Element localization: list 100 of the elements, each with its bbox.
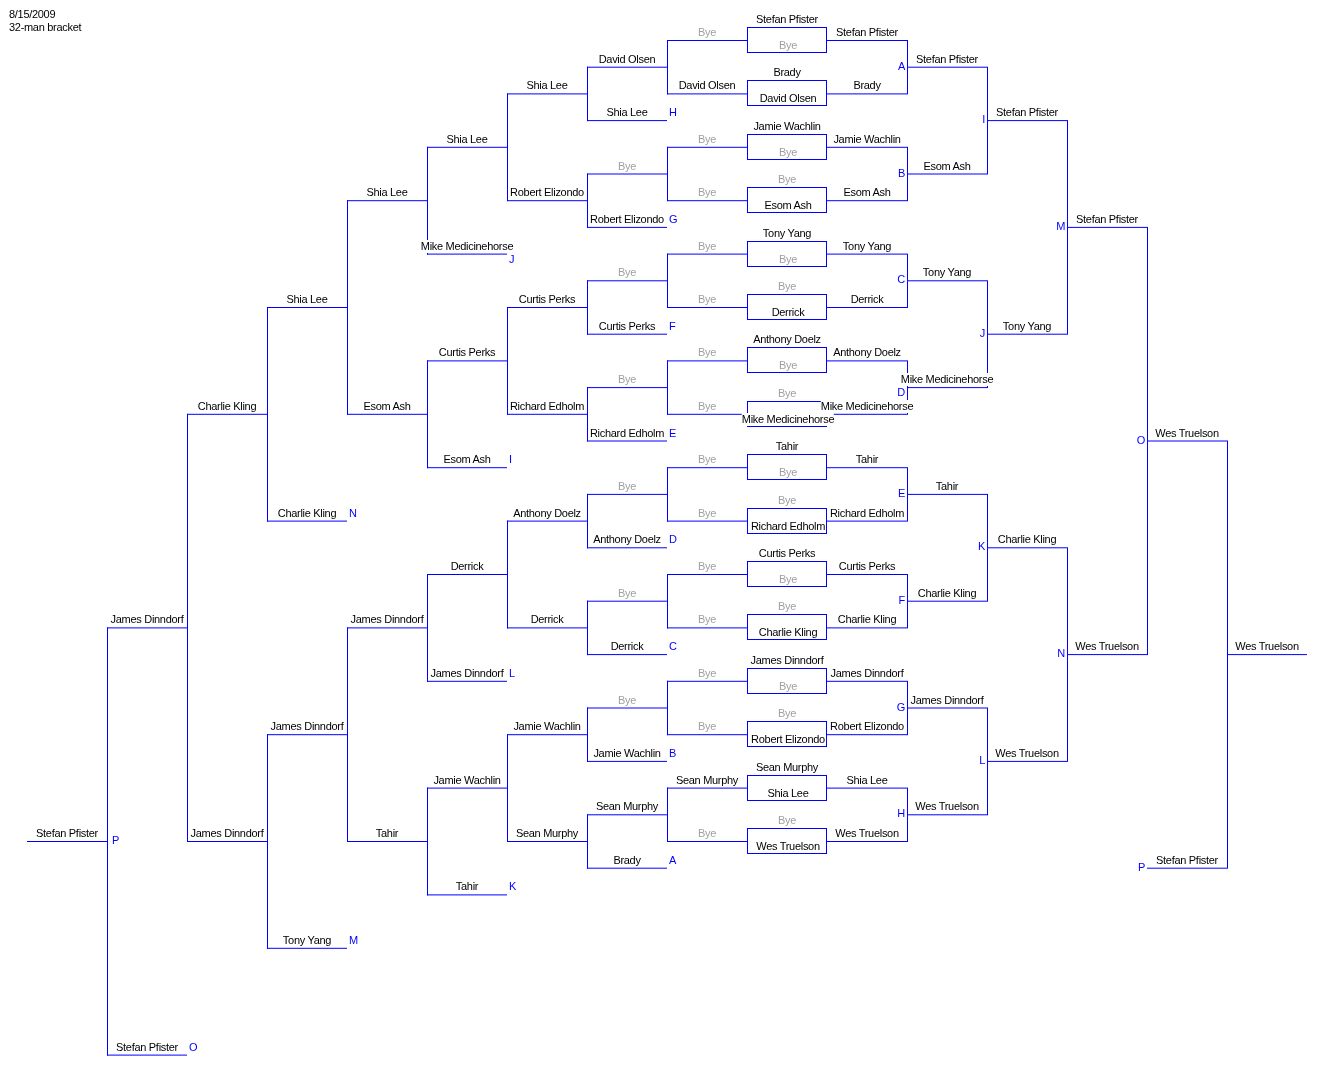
- player-name: Bye: [617, 586, 637, 600]
- player-name: Shia Lee: [846, 773, 888, 787]
- player-name: Stefan Pfister: [1156, 853, 1218, 867]
- player-name: Mike Medicinehorse: [420, 239, 514, 253]
- player-name: Richard Edholm: [589, 426, 665, 440]
- player-name: Wes Truelson: [995, 746, 1059, 760]
- player-name: Anthony Doelz: [593, 533, 661, 547]
- player-name: Stefan Pfister: [836, 26, 898, 39]
- player-name: Bye: [697, 293, 717, 306]
- player-name: Bye: [617, 373, 637, 387]
- bracket-letter: J: [509, 252, 515, 266]
- player-name: Brady: [773, 66, 801, 80]
- player-name: Bye: [617, 693, 637, 707]
- player-name: Tahir: [375, 827, 399, 840]
- player-name: Sean Murphy: [515, 827, 579, 840]
- bracket-letter: J: [979, 326, 985, 340]
- player-name: Bye: [777, 814, 797, 827]
- player-name: Bye: [778, 573, 798, 586]
- player-name: Jamie Wachlin: [753, 119, 821, 133]
- player-name: Tony Yang: [762, 226, 812, 240]
- bracket-letter: O: [1136, 433, 1145, 447]
- player-name: Shia Lee: [446, 132, 488, 146]
- player-name: Mike Medicinehorse: [900, 373, 994, 387]
- player-name: Jamie Wachlin: [593, 746, 661, 760]
- player-name: Bye: [617, 159, 637, 173]
- player-name: Richard Edholm: [829, 506, 905, 520]
- player-name: Bye: [697, 506, 717, 520]
- bracket-letter: M: [349, 933, 358, 947]
- bracket-letter: B: [897, 166, 905, 180]
- player-name: Jamie Wachlin: [433, 773, 501, 787]
- player-name: Tahir: [935, 479, 959, 493]
- player-name: James Dinndorf: [750, 653, 824, 667]
- player-name: Bye: [697, 666, 717, 680]
- player-name: Tony Yang: [922, 266, 972, 280]
- player-name: Stefan Pfister: [36, 827, 98, 840]
- player-name: Bye: [697, 346, 717, 360]
- player-name: Robert Elizondo: [590, 212, 664, 226]
- bracket-letter: L: [979, 753, 985, 767]
- player-name: Bye: [777, 173, 797, 187]
- player-name: Richard Edholm: [509, 399, 585, 413]
- player-name: Sean Murphy: [755, 760, 819, 774]
- player-name: Curtis Perks: [758, 547, 816, 560]
- player-name: Derrick: [450, 560, 484, 573]
- player-name: Tony Yang: [1002, 319, 1052, 333]
- player-name: Tony Yang: [282, 933, 332, 947]
- player-name: Bye: [778, 39, 798, 52]
- player-name: Charlie Kling: [837, 613, 897, 627]
- player-name: Shia Lee: [286, 293, 328, 306]
- bracket-letter: N: [349, 506, 357, 520]
- player-name: Brady: [613, 853, 641, 867]
- player-name: Bye: [697, 720, 717, 734]
- player-name: Charlie Kling: [197, 399, 257, 413]
- player-name: Esom Ash: [923, 159, 971, 173]
- bracket-letter: G: [669, 212, 678, 226]
- player-name: Richard Edholm: [750, 519, 826, 533]
- player-name: Anthony Doelz: [753, 333, 821, 347]
- player-name: Derrick: [771, 306, 805, 319]
- player-name: Bye: [697, 239, 717, 253]
- player-name: Bye: [777, 600, 797, 614]
- bracket-letter: B: [669, 746, 677, 760]
- player-name: Charlie Kling: [758, 626, 818, 640]
- header-text: 8/15/2009: [9, 8, 56, 21]
- player-name: James Dinndorf: [190, 827, 264, 840]
- player-name: Bye: [697, 186, 717, 200]
- player-name: Bye: [777, 386, 797, 400]
- player-name: Tony Yang: [842, 239, 892, 253]
- player-name: Wes Truelson: [756, 840, 820, 853]
- player-name: Derrick: [850, 293, 884, 306]
- bracket-letter: P: [1137, 860, 1145, 874]
- player-name: Stefan Pfister: [116, 1040, 178, 1054]
- player-name: Bye: [777, 707, 797, 721]
- player-name: Stefan Pfister: [756, 13, 818, 26]
- player-name: Stefan Pfister: [916, 52, 978, 66]
- player-name: Charlie Kling: [917, 586, 977, 600]
- player-name: Bye: [617, 479, 637, 493]
- player-name: Wes Truelson: [1155, 426, 1219, 440]
- player-name: Bye: [778, 679, 798, 693]
- player-name: Curtis Perks: [518, 293, 576, 306]
- bracket-letter: M: [1056, 219, 1065, 233]
- player-name: Jamie Wachlin: [833, 132, 901, 146]
- player-name: Anthony Doelz: [513, 506, 581, 520]
- player-name: Mike Medicinehorse: [820, 399, 914, 413]
- bracket-letter: E: [669, 426, 677, 440]
- player-name: Sean Murphy: [675, 773, 739, 787]
- player-name: David Olsen: [598, 52, 656, 66]
- bracket-letter: L: [509, 666, 515, 680]
- player-name: Brady: [853, 79, 881, 93]
- player-name: James Dinndorf: [910, 693, 984, 707]
- player-name: Bye: [777, 280, 797, 293]
- header-text: 32-man bracket: [9, 21, 82, 34]
- player-name: Bye: [778, 252, 798, 266]
- bracket-letter: A: [897, 59, 905, 73]
- player-name: Bye: [697, 827, 717, 840]
- player-name: Mike Medicinehorse: [741, 412, 835, 426]
- player-name: Bye: [778, 145, 798, 159]
- player-name: Charlie Kling: [997, 533, 1057, 547]
- player-name: Bye: [697, 26, 717, 39]
- player-name: Shia Lee: [767, 786, 809, 800]
- player-name: Bye: [697, 613, 717, 627]
- player-name: Sean Murphy: [595, 800, 659, 814]
